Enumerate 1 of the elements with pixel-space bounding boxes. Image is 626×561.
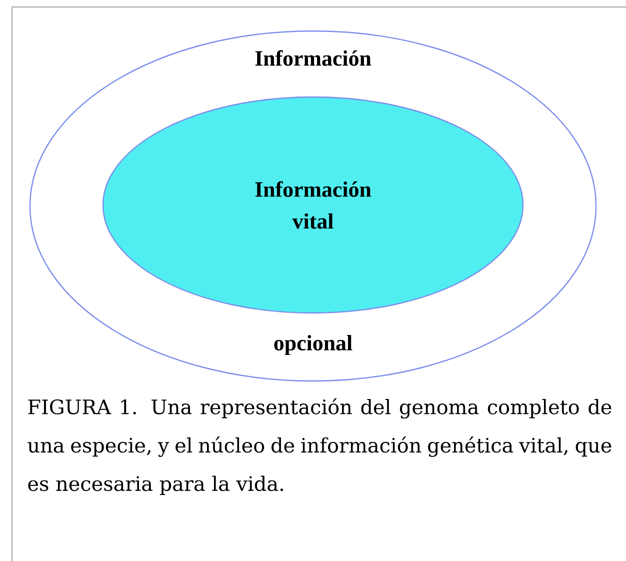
caption: FIGURA 1. Una representación del genoma completo de una especie, y el núcleo de información genética vital, que es necesaria para la vida.: [28, 398, 612, 495]
